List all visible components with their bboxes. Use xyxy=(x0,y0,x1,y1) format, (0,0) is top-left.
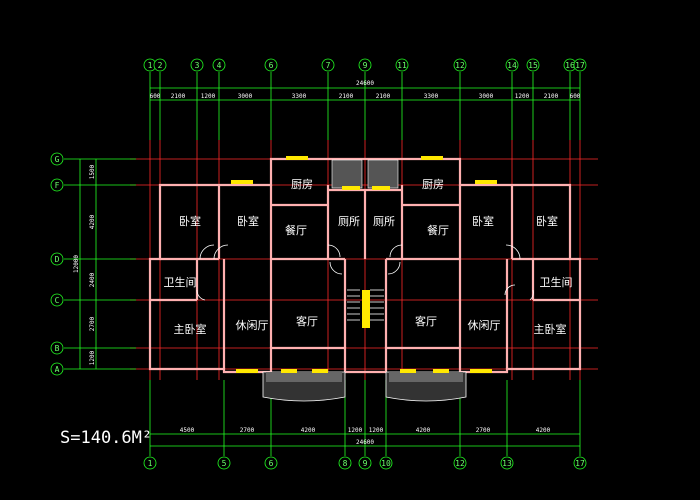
overall-dimension-left: 12000 xyxy=(73,255,80,273)
axis-label: 1 xyxy=(148,459,153,468)
dim-text: 2700 xyxy=(476,427,491,434)
dimension-lines xyxy=(64,72,581,456)
axis-label: 2 xyxy=(158,61,163,70)
axis-label: 8 xyxy=(343,459,348,468)
axis-label: 12 xyxy=(455,459,465,468)
dim-text: 1200 xyxy=(348,427,363,434)
room-label-toilet-right: 厕所 xyxy=(373,215,395,228)
axis-label: 15 xyxy=(528,61,538,70)
axis-label: 6 xyxy=(269,61,274,70)
axis-label: G xyxy=(55,155,60,164)
axis-label: 10 xyxy=(381,459,391,468)
room-label-bedroom-1: 卧室 xyxy=(179,214,201,228)
room-label-bathroom-right: 卫生间 xyxy=(540,275,573,289)
dim-text: 2700 xyxy=(240,427,255,434)
area-label: S=140.6M² xyxy=(60,428,152,448)
dim-text: 1500 xyxy=(89,164,96,179)
axis-label: 6 xyxy=(269,459,274,468)
dim-text: 600 xyxy=(570,93,581,100)
dim-text: 1200 xyxy=(201,93,216,100)
room-label-kitchen-left: 厨房 xyxy=(291,178,313,191)
room-label-bedroom-2: 卧室 xyxy=(237,214,259,228)
dim-text: 4200 xyxy=(301,427,316,434)
room-label-kitchen-right: 厨房 xyxy=(422,178,444,191)
axis-label: 11 xyxy=(397,61,407,70)
overall-dimension-top: 24600 xyxy=(356,80,374,87)
dim-text: 4200 xyxy=(416,427,431,434)
axis-label: 14 xyxy=(507,61,517,70)
dim-text: 1200 xyxy=(369,427,384,434)
axis-label: 17 xyxy=(575,459,585,468)
room-label-toilet-left: 厕所 xyxy=(338,215,360,228)
room-label-lounge-left: 休闲厅 xyxy=(236,318,269,332)
stair xyxy=(347,289,384,321)
dim-text: 2100 xyxy=(339,93,354,100)
dim-text: 3300 xyxy=(292,93,307,100)
left-dimension-text: 12000 1500 4200 2400 2700 1200 xyxy=(73,164,96,365)
bottom-axis-bubbles: 1 5 6 8 9 10 12 13 17 xyxy=(143,456,587,470)
dim-text: 3300 xyxy=(424,93,439,100)
axis-label: 12 xyxy=(455,61,465,70)
bottom-dimension-text: 4500 2700 4200 1200 1200 4200 2700 4200 … xyxy=(180,427,551,446)
axis-label: 17 xyxy=(575,61,585,70)
axis-label: 7 xyxy=(326,61,331,70)
dim-text: 3000 xyxy=(479,93,494,100)
room-label-master-left: 主卧室 xyxy=(174,322,207,336)
room-label-bedroom-4: 卧室 xyxy=(536,214,558,228)
room-label-lounge-right: 休闲厅 xyxy=(468,318,501,332)
dim-text: 3000 xyxy=(238,93,253,100)
dim-text: 600 xyxy=(150,93,161,100)
room-labels: 厨房 厨房 卧室 卧室 餐厅 厕所 厕所 餐厅 卧室 卧室 卫生间 卫生间 主卧… xyxy=(164,178,573,336)
dim-text: 4200 xyxy=(536,427,551,434)
axis-label: B xyxy=(55,344,60,353)
dim-text: 1200 xyxy=(89,350,96,365)
room-label-dining-left: 餐厅 xyxy=(285,223,307,237)
axis-label: F xyxy=(55,181,60,190)
axis-label: 16 xyxy=(565,61,575,70)
room-label-bedroom-3: 卧室 xyxy=(472,214,494,228)
dim-text: 2100 xyxy=(171,93,186,100)
dim-text: 4200 xyxy=(89,214,96,229)
room-label-dining-right: 餐厅 xyxy=(427,223,449,237)
top-axis-bubbles: 1 2 3 4 6 7 9 11 12 14 15 16 17 xyxy=(143,58,587,72)
axis-label: 4 xyxy=(217,61,222,70)
axis-label: 13 xyxy=(502,459,512,468)
dim-text: 2100 xyxy=(544,93,559,100)
overall-dimension-bottom: 24600 xyxy=(356,439,374,446)
axis-label: 9 xyxy=(363,459,368,468)
axis-label: C xyxy=(55,296,60,305)
dim-text: 2700 xyxy=(89,316,96,331)
axis-label: 9 xyxy=(363,61,368,70)
room-label-living-left: 客厅 xyxy=(296,314,318,328)
dim-text: 4500 xyxy=(180,427,195,434)
dim-text: 1200 xyxy=(515,93,530,100)
room-label-bathroom-left: 卫生间 xyxy=(164,275,197,289)
dim-text: 2400 xyxy=(89,272,96,287)
room-label-living-right: 客厅 xyxy=(415,314,437,328)
axis-label: D xyxy=(55,255,60,264)
door-swings xyxy=(196,244,534,301)
axis-label: 1 xyxy=(148,61,153,70)
top-dimension-text: 24600 600 2100 1200 3000 3300 2100 2100 … xyxy=(150,80,581,100)
dim-text: 2100 xyxy=(376,93,391,100)
left-axis-bubbles: G F D C B A xyxy=(50,152,64,376)
axis-label: A xyxy=(55,365,60,374)
room-label-master-right: 主卧室 xyxy=(534,322,567,336)
windows xyxy=(231,156,497,373)
axis-label: 3 xyxy=(195,61,200,70)
axis-label: 5 xyxy=(222,459,227,468)
